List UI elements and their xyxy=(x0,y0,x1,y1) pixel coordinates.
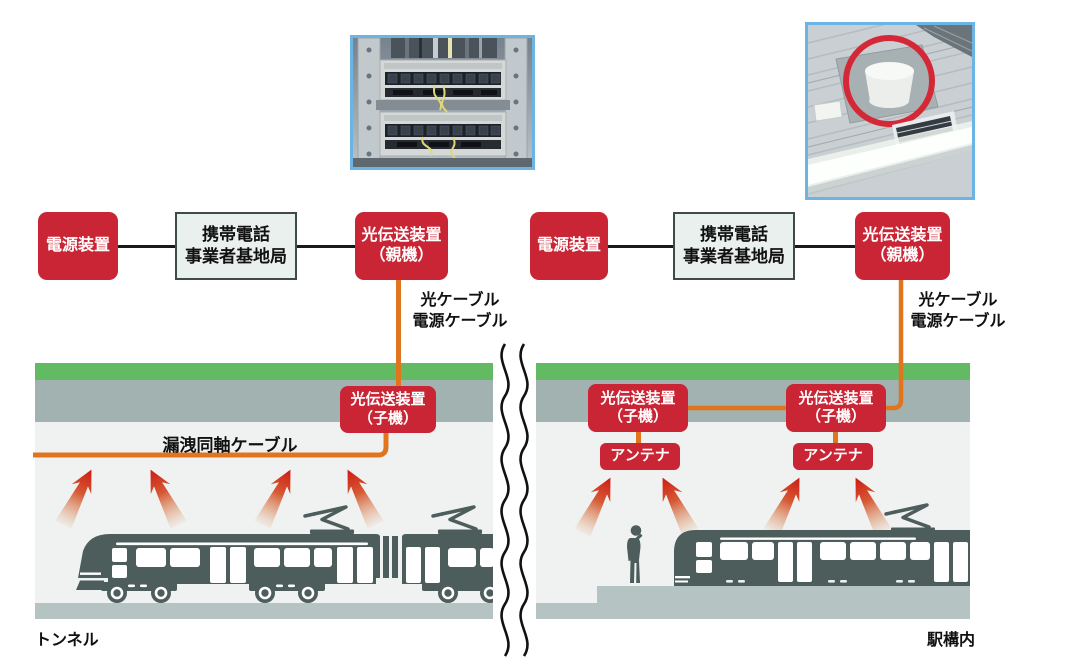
ceiling-antenna-photo xyxy=(805,22,975,200)
tunnel-train-illustration xyxy=(76,505,494,603)
tunnel-area-label: トンネル xyxy=(35,632,99,649)
antenna-stub-cable-2 xyxy=(833,431,838,445)
optical-parent-label-line2: （親機） xyxy=(870,247,935,264)
optical-child-device-station-2: 光伝送装置 （子機） xyxy=(786,384,886,432)
connector-line xyxy=(795,245,855,248)
base-station-box-right: 携帯電話 事業者基地局 xyxy=(673,212,795,280)
base-station-label-line1: 携帯電話 xyxy=(202,224,270,244)
optical-child-label-line2: （子機） xyxy=(607,408,668,425)
power-supply-label: 電源装置 xyxy=(45,237,110,255)
optical-child-label-line1: 光伝送装置 xyxy=(350,391,426,409)
optical-parent-label-line2: （親機） xyxy=(369,247,434,264)
station-train-illustration xyxy=(674,503,970,586)
cable-label-line1: 光ケーブル xyxy=(918,292,998,309)
power-supply-box-right: 電源装置 xyxy=(530,212,608,280)
optical-parent-box-right: 光伝送装置 （親機） xyxy=(855,212,950,280)
station-area-label: 駅構内 xyxy=(926,632,975,649)
station-platform xyxy=(597,586,970,619)
optical-parent-label-line1: 光伝送装置 xyxy=(361,227,442,245)
connector-line xyxy=(297,245,355,248)
optical-parent-box-left: 光伝送装置 （親機） xyxy=(355,212,448,280)
optical-child-label-line2: （子機） xyxy=(357,409,418,427)
connector-line xyxy=(608,245,673,248)
antenna-box-2: アンテナ xyxy=(793,443,873,470)
power-supply-label: 電源装置 xyxy=(536,237,601,255)
optical-child-device-tunnel: 光伝送装置 （子機） xyxy=(340,386,436,433)
feed-cable-left xyxy=(396,280,401,388)
antenna-box-1: アンテナ xyxy=(600,443,680,470)
cable-label-right: 光ケーブル 電源ケーブル xyxy=(900,291,1016,333)
leaky-coax-cable xyxy=(33,433,389,458)
base-station-box-left: 携帯電話 事業者基地局 xyxy=(175,212,297,280)
optical-child-label-line1: 光伝送装置 xyxy=(600,389,676,407)
optical-parent-label-line1: 光伝送装置 xyxy=(862,227,943,245)
cable-label-line1: 光ケーブル xyxy=(420,292,500,309)
optical-child-device-station-1: 光伝送装置 （子機） xyxy=(588,384,688,432)
antenna-label: アンテナ xyxy=(803,447,863,465)
optical-transmission-rack-photo xyxy=(350,35,535,170)
antenna-stub-cable-1 xyxy=(636,431,641,445)
leaky-coax-label: 漏洩同軸ケーブル xyxy=(162,436,298,455)
cable-label-line2: 電源ケーブル xyxy=(412,312,508,330)
power-supply-box-left: 電源装置 xyxy=(38,212,118,280)
base-station-label-line2: 事業者基地局 xyxy=(185,247,287,266)
cable-label-left: 光ケーブル 電源ケーブル xyxy=(402,291,518,333)
feed-cable-right xyxy=(640,280,904,411)
optical-child-label-line2: （子機） xyxy=(805,408,866,425)
connector-line xyxy=(118,245,175,248)
person-on-phone-illustration xyxy=(627,525,643,583)
optical-child-label-line1: 光伝送装置 xyxy=(798,389,874,407)
section-break xyxy=(493,342,536,658)
base-station-label-line1: 携帯電話 xyxy=(700,224,768,244)
base-station-label-line2: 事業者基地局 xyxy=(683,247,785,266)
antenna-label: アンテナ xyxy=(610,447,670,465)
cable-label-line2: 電源ケーブル xyxy=(910,312,1006,330)
